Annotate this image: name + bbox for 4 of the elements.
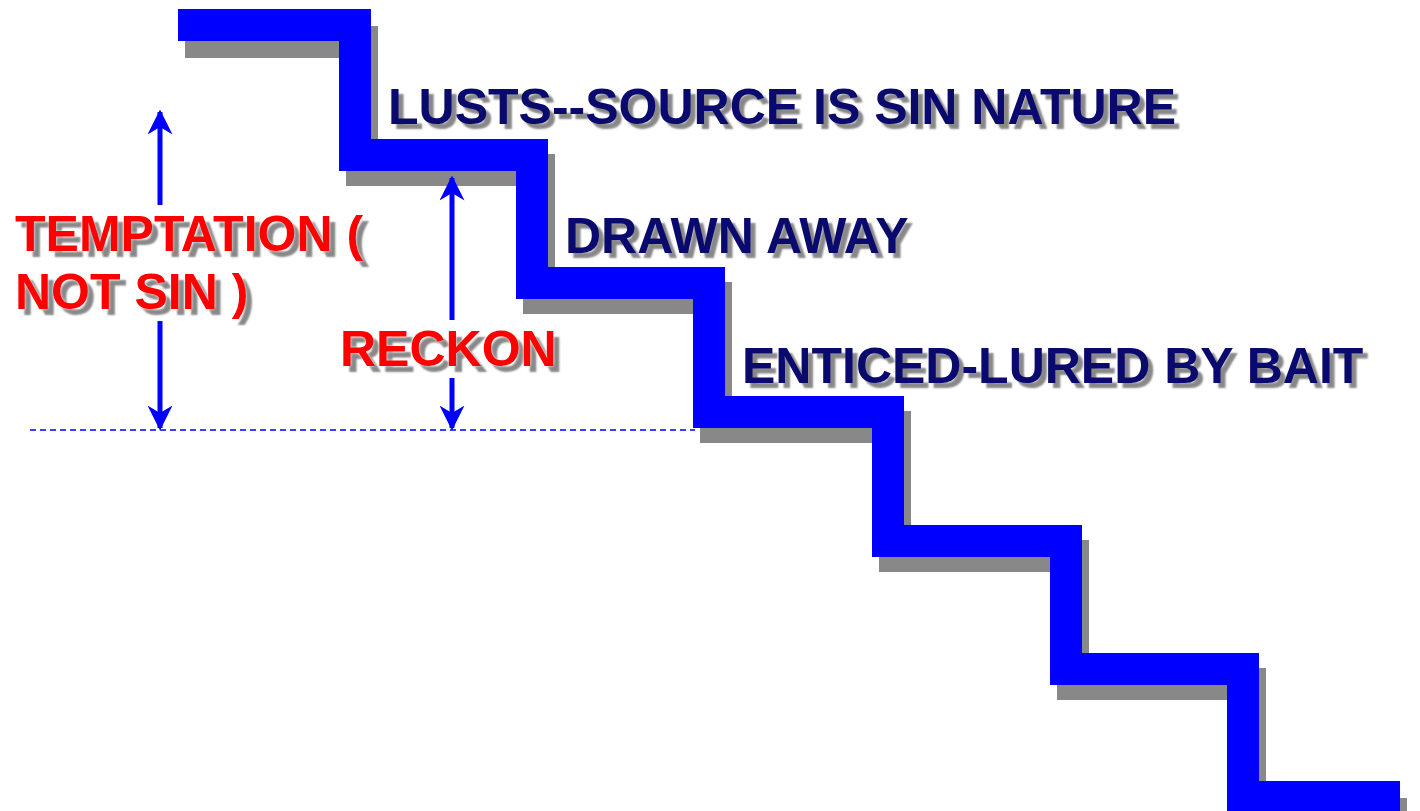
step-label: DRAWN AWAY	[565, 207, 909, 265]
side-label: RECKON	[340, 320, 557, 378]
step-label: LUSTS--SOURCE IS SIN NATURE	[388, 78, 1176, 136]
step-label: ENTICED-LURED BY BAIT	[742, 337, 1364, 395]
